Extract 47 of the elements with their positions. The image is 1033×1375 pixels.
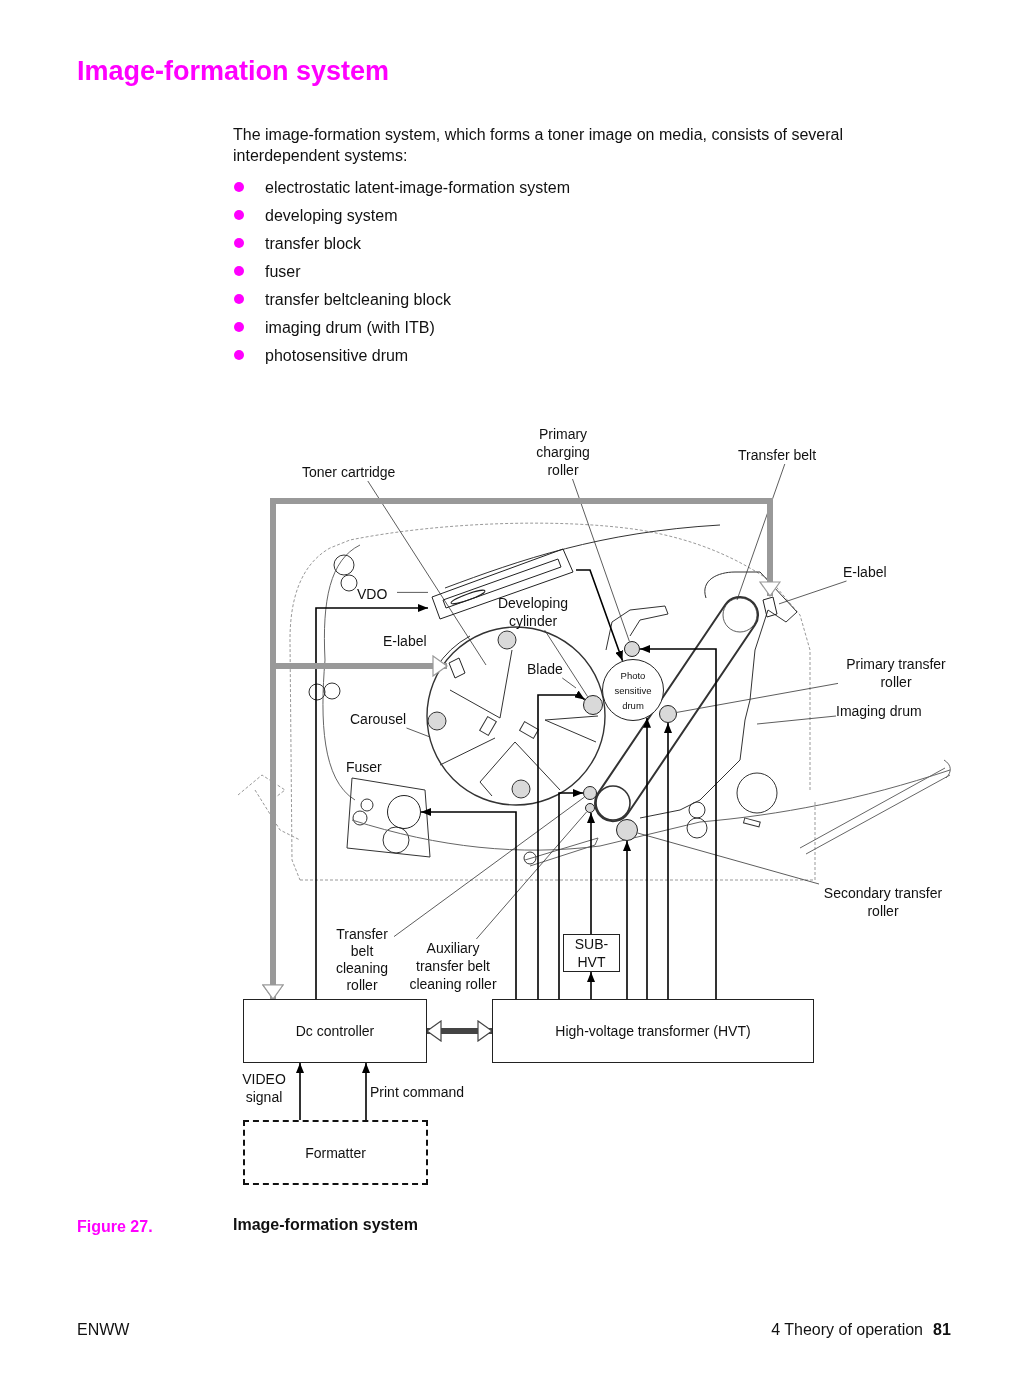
- bullet-item: fuser: [265, 262, 301, 282]
- footer-text: ENWW: [77, 1320, 130, 1340]
- bullet-item: imaging drum (with ITB): [265, 318, 435, 338]
- figure-caption: Image-formation system: [233, 1216, 418, 1234]
- callout-label: Primary transfer roller: [838, 655, 954, 691]
- part-label: E-label: [383, 632, 427, 650]
- callout-label: Carousel: [350, 710, 416, 728]
- callout-label: VDO: [357, 585, 397, 603]
- box-label: Formatter: [305, 1143, 366, 1162]
- developing-roller: [583, 695, 603, 715]
- cleaning-roller: [585, 803, 595, 813]
- bullet-item: developing system: [265, 206, 398, 226]
- transformer-box: [492, 999, 814, 1063]
- callout-label: Imaging drum: [836, 702, 936, 720]
- transfer-roller: [659, 705, 677, 723]
- drum-label: Photo sensitive drum: [613, 668, 653, 713]
- page-title: Image-formation system: [77, 56, 390, 87]
- callout-label: Primary charging roller: [528, 425, 598, 479]
- bullet-item: transfer block: [265, 234, 362, 254]
- cleaning-roller: [583, 786, 597, 800]
- formatter-box: [243, 1120, 428, 1185]
- callout-label: Transfer belt cleaning roller: [330, 926, 394, 994]
- e-label-tag: [761, 596, 779, 618]
- callout-label: Secondary transfer roller: [817, 884, 949, 920]
- module-box: [563, 934, 620, 972]
- box-label: High-voltage transformer (HVT): [555, 1022, 751, 1040]
- box-label: Dc controller: [295, 1022, 375, 1040]
- e-label-tag: [447, 657, 467, 679]
- page-number: 81: [933, 1320, 951, 1340]
- figure-number: Figure 27.: [77, 1217, 153, 1237]
- callout-label: Blade: [527, 660, 573, 678]
- bullet-item: electrostatic latent-image-formation system: [265, 178, 570, 198]
- callout-label: E-label: [843, 563, 903, 581]
- intro-paragraph: The image-formation system, which forms a toner image on media, consists of several interdependent systems:: [233, 125, 845, 166]
- part-label: Fuser: [346, 758, 382, 776]
- controller-box: [243, 999, 427, 1063]
- chapter-title: 4 Theory of operation: [770, 1320, 923, 1340]
- bullet-item: transfer beltcleaning block: [265, 290, 451, 310]
- callout-label: Toner cartridge: [302, 463, 422, 481]
- photosensitive-drum: [602, 659, 664, 721]
- callout-label: Developing cylinder: [490, 594, 576, 630]
- callout-label: Auxiliary transfer belt cleaning roller: [403, 939, 503, 993]
- bullet-item: photosensitive drum: [265, 346, 409, 366]
- charging-roller: [624, 641, 640, 657]
- transfer-roller: [616, 819, 638, 841]
- callout-label: Transfer belt: [738, 446, 838, 464]
- box-label: SUB-HVT: [573, 935, 610, 971]
